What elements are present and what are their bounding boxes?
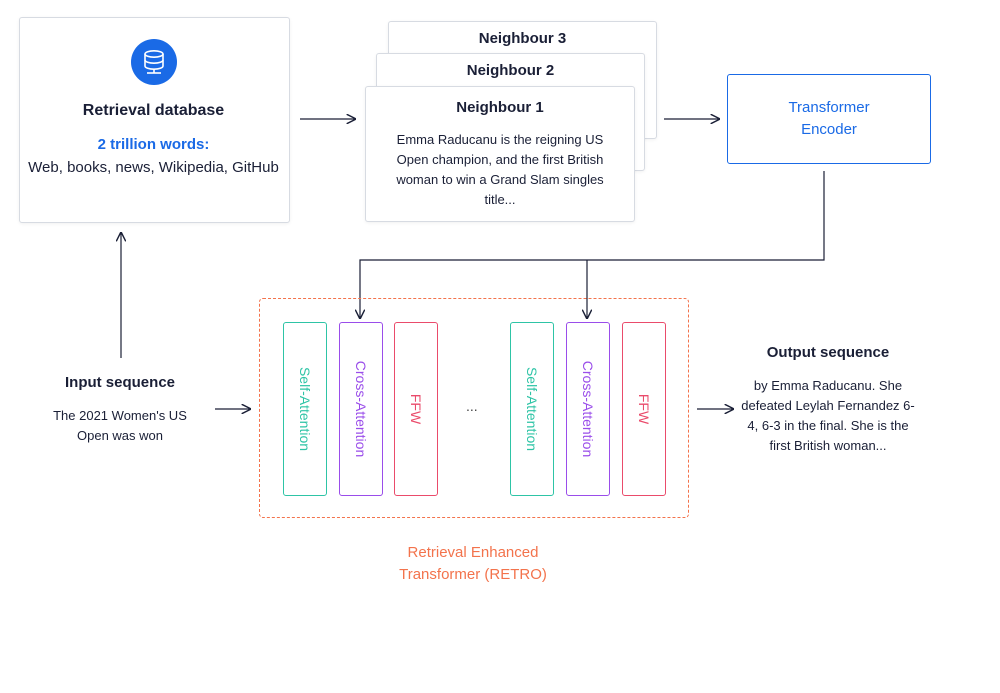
database-icon xyxy=(131,39,177,85)
database-description: Web, books, news, Wikipedia, GitHub xyxy=(28,159,279,176)
self-attention-layer-1: Self-Attention xyxy=(283,322,327,496)
output-sequence-title: Output sequence xyxy=(766,344,890,361)
neighbour-2-title: Neighbour 2 xyxy=(466,62,555,79)
cross-attention-layer-2: Cross-Attention xyxy=(566,322,610,496)
database-size: 2 trillion words: xyxy=(97,136,210,153)
output-sequence-text: by Emma Raducanu. She defeated Leylah Fe… xyxy=(741,378,915,453)
cross-attention-label-2: Cross-Attention xyxy=(580,360,596,458)
ffw-label-1: FFW xyxy=(408,393,424,425)
retro-frame xyxy=(259,298,689,518)
self-attention-label-2: Self-Attention xyxy=(524,366,540,452)
self-attention-layer-2: Self-Attention xyxy=(510,322,554,496)
neighbour-1-text: Emma Raducanu is the reigning US Open ch… xyxy=(396,132,604,207)
self-attention-label-1: Self-Attention xyxy=(297,366,313,452)
ffw-layer-2: FFW xyxy=(622,322,666,496)
retro-label: Retrieval Enhanced Transformer (RETRO) xyxy=(399,544,547,583)
cross-attention-layer-1: Cross-Attention xyxy=(339,322,383,496)
ffw-label-2: FFW xyxy=(636,393,652,425)
transformer-encoder-box: Transformer Encoder xyxy=(727,74,931,164)
ffw-layer-1: FFW xyxy=(394,322,438,496)
neighbour-1-title: Neighbour 1 xyxy=(456,99,544,116)
layers-ellipsis: ... xyxy=(466,398,478,414)
transformer-encoder-label: Transformer Encoder xyxy=(788,99,870,138)
database-title: Retrieval database xyxy=(82,102,225,119)
input-sequence-text: The 2021 Women's US Open was won xyxy=(53,408,187,443)
neighbour-1-card: Neighbour 1 Emma Raducanu is the reignin… xyxy=(365,86,635,222)
cross-attention-label-1: Cross-Attention xyxy=(353,360,369,458)
neighbour-3-title: Neighbour 3 xyxy=(478,30,567,47)
arrow-encoder-to-cross-attention xyxy=(360,171,825,318)
input-sequence-title: Input sequence xyxy=(64,374,176,391)
